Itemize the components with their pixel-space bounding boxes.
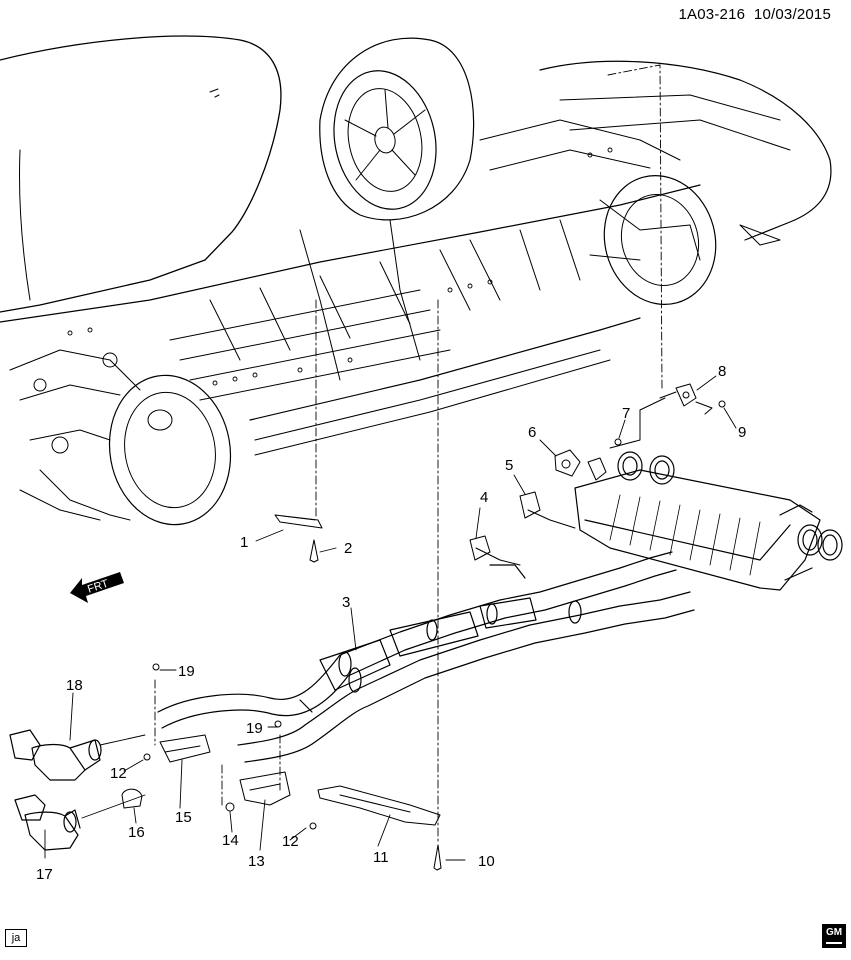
callout-15: 15 bbox=[175, 809, 192, 826]
callout-3: 3 bbox=[342, 594, 350, 611]
front-direction-indicator: FRT bbox=[70, 572, 124, 603]
diagram-code: 1A03-216 bbox=[678, 6, 746, 23]
callout-11: 11 bbox=[373, 849, 389, 866]
callout-7: 7 bbox=[622, 405, 630, 422]
callout-16: 16 bbox=[128, 824, 145, 841]
callout-14: 14 bbox=[222, 832, 239, 849]
catalytic-converters bbox=[9, 729, 146, 851]
callout-9: 9 bbox=[738, 424, 746, 441]
gm-logo-bar bbox=[826, 942, 842, 944]
heat-shields bbox=[121, 514, 442, 871]
callout-5: 5 bbox=[505, 457, 513, 474]
diagram-header: 1A03-216 10/03/2015 bbox=[679, 6, 831, 23]
callout-8: 8 bbox=[718, 363, 726, 380]
diagram-date: 10/03/2015 bbox=[753, 6, 831, 23]
callout-19-upper: 19 bbox=[178, 663, 195, 680]
callout-4: 4 bbox=[480, 489, 488, 506]
callout-12-left: 12 bbox=[110, 765, 127, 782]
callout-2: 2 bbox=[344, 540, 352, 557]
callout-19-lower: 19 bbox=[246, 720, 263, 737]
callout-18: 18 bbox=[66, 677, 83, 694]
callout-10: 10 bbox=[478, 853, 495, 870]
hanger-insulators bbox=[469, 383, 726, 566]
leader-lines bbox=[154, 64, 663, 843]
callout-numbers: 1 2 3 4 5 6 7 8 9 10 11 12 12 13 14 15 1… bbox=[36, 363, 746, 883]
exhaust-pipe-assembly bbox=[157, 551, 695, 763]
callout-leaders bbox=[44, 375, 737, 861]
callout-12-right: 12 bbox=[282, 833, 299, 850]
front-label: FRT bbox=[86, 578, 110, 596]
vehicle-underbody bbox=[0, 35, 832, 526]
callout-17: 17 bbox=[36, 866, 53, 883]
callout-6: 6 bbox=[528, 424, 536, 441]
gm-logo: GM bbox=[822, 924, 846, 948]
callout-1: 1 bbox=[240, 534, 248, 551]
callout-13: 13 bbox=[248, 853, 265, 870]
gm-logo-text: GM bbox=[825, 927, 843, 938]
muffler bbox=[574, 451, 843, 591]
artist-tag: ja bbox=[5, 929, 27, 947]
